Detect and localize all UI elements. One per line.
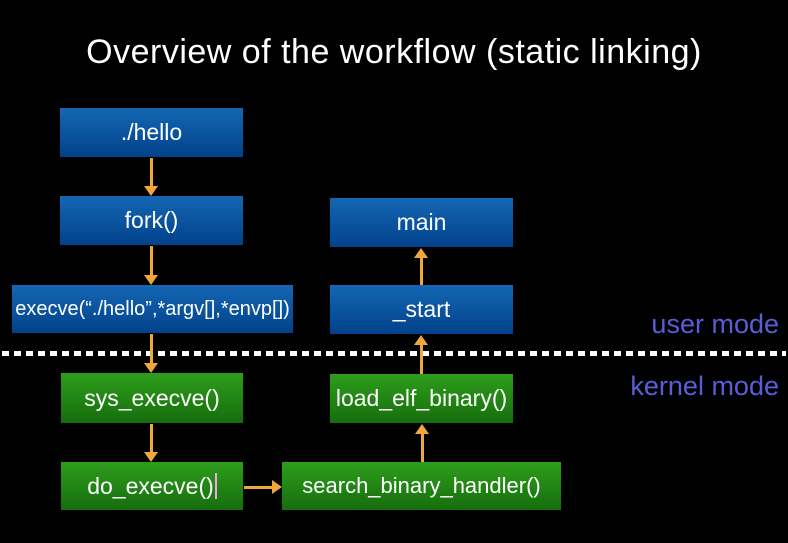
arrow-sys-execve-to-do-execve: [144, 424, 158, 462]
arrow-execve-to-sys-execve: [144, 334, 158, 373]
node-start-label: _start: [392, 296, 451, 322]
user-mode-label: user mode: [651, 309, 779, 339]
node-execve-label: execve(“./hello”,*argv[],*envp[]): [15, 297, 290, 320]
arrow-start-to-main: [414, 248, 428, 285]
node-hello: ./hello: [60, 108, 243, 157]
arrow-load-elf-to-start: [414, 335, 428, 374]
node-load-elf-binary-label: load_elf_binary(): [335, 385, 508, 411]
node-hello-label: ./hello: [120, 119, 183, 145]
node-main: main: [330, 198, 513, 247]
node-sys-execve: sys_execve(): [61, 373, 243, 423]
text-cursor: [214, 473, 217, 499]
node-sys-execve-label: sys_execve(): [84, 384, 220, 411]
node-fork: fork(): [60, 196, 243, 245]
node-do-execve-label: do_execve(): [87, 472, 214, 499]
node-start: _start: [330, 285, 513, 334]
mode-divider-dashed-line: [2, 351, 786, 356]
node-execve: execve(“./hello”,*argv[],*envp[]): [12, 285, 293, 333]
slide-title: Overview of the workflow (static linking…: [86, 33, 702, 71]
node-load-elf-binary: load_elf_binary(): [330, 374, 513, 423]
node-do-execve: do_execve(): [61, 462, 243, 510]
node-fork-label: fork(): [124, 207, 179, 233]
node-main-label: main: [396, 209, 447, 235]
node-search-binary-handler-label: search_binary_handler(): [302, 473, 541, 498]
arrow-fork-to-execve: [144, 246, 158, 285]
arrow-search-handler-to-load-elf: [415, 424, 429, 462]
kernel-mode-label: kernel mode: [630, 371, 779, 401]
arrow-hello-to-fork: [144, 158, 158, 196]
node-search-binary-handler: search_binary_handler(): [282, 462, 561, 510]
arrow-do-execve-to-search-handler: [244, 480, 282, 494]
